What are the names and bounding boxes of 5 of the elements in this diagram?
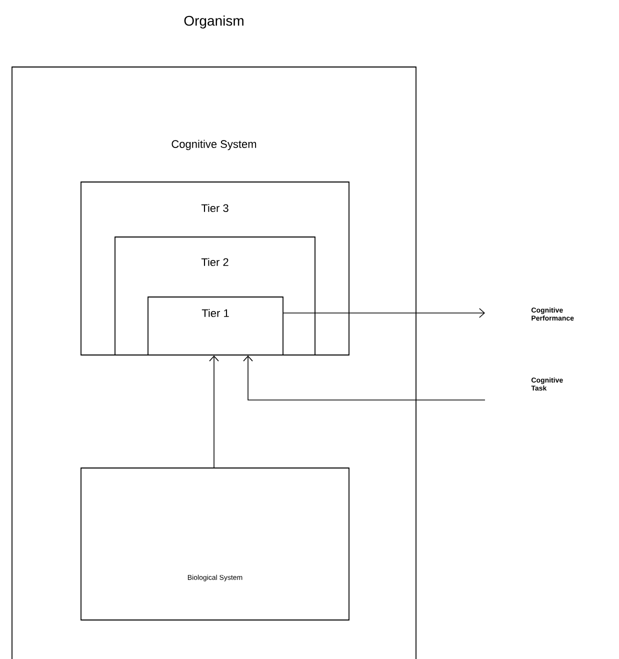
- tier-box: Tier 1: [148, 296, 284, 356]
- arrow: [209, 355, 219, 468]
- system-label: Cognitive System: [172, 140, 256, 150]
- arrow: [243, 355, 486, 400]
- arrow: [283, 308, 485, 318]
